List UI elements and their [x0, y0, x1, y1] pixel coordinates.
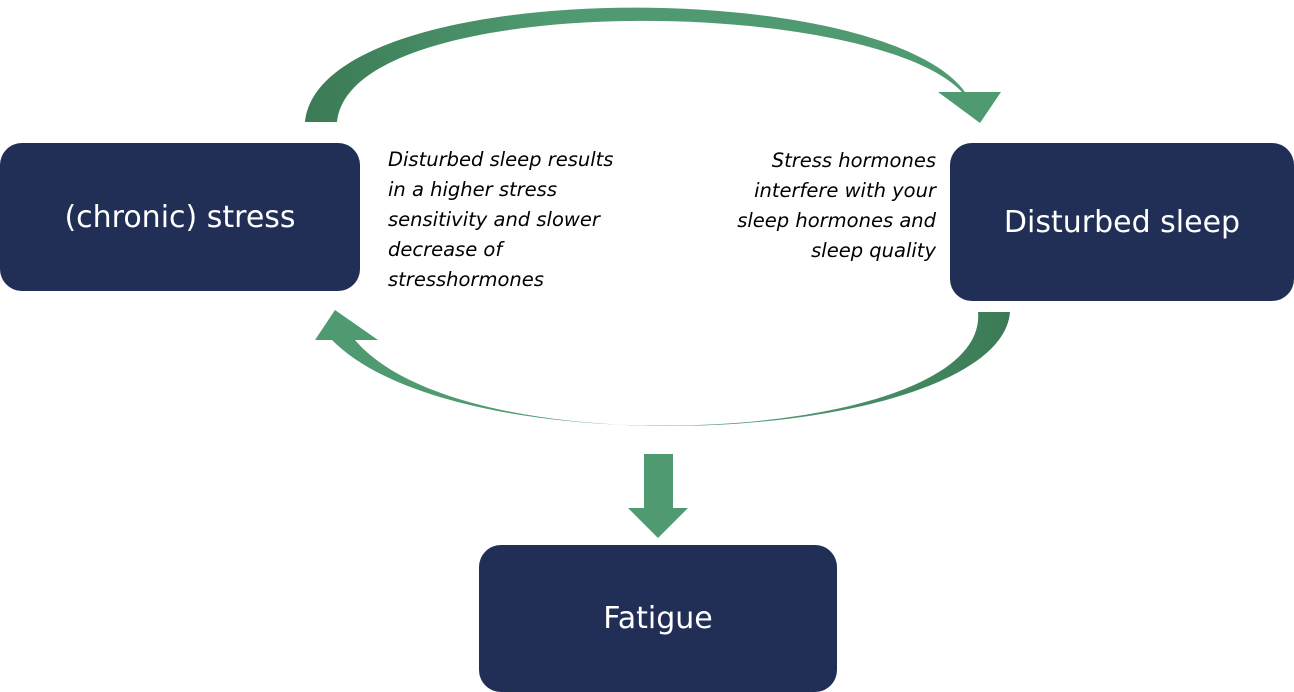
annotation-line: sensitivity and slower: [388, 208, 600, 231]
annotation-stress-to-sleep: Stress hormones interfere with your slee…: [737, 146, 936, 266]
annotation-line: sleep quality: [811, 239, 936, 262]
disturbed-sleep-box: Disturbed sleep: [950, 143, 1294, 301]
annotation-line: Stress hormones: [771, 149, 936, 172]
fatigue-box: Fatigue: [479, 545, 837, 692]
arrow-sleep-to-stress: [315, 310, 1010, 427]
annotation-line: sleep hormones and: [737, 209, 936, 232]
arrow-stress-to-sleep: [305, 7, 1001, 123]
annotation-line: stresshormones: [388, 268, 544, 291]
annotation-line: decrease of: [388, 238, 503, 261]
annotation-line: in a higher stress: [388, 178, 557, 201]
annotation-line: interfere with your: [754, 179, 936, 202]
disturbed-sleep-label: Disturbed sleep: [1003, 204, 1241, 240]
arrow-down-to-fatigue: [628, 454, 688, 538]
stress-label: (chronic) stress: [64, 199, 296, 235]
fatigue-label: Fatigue: [603, 601, 713, 636]
annotation-sleep-to-stress: Disturbed sleep results in a higher stre…: [388, 145, 613, 295]
annotation-line: Disturbed sleep results: [388, 148, 614, 171]
stress-box: (chronic) stress: [0, 143, 360, 291]
